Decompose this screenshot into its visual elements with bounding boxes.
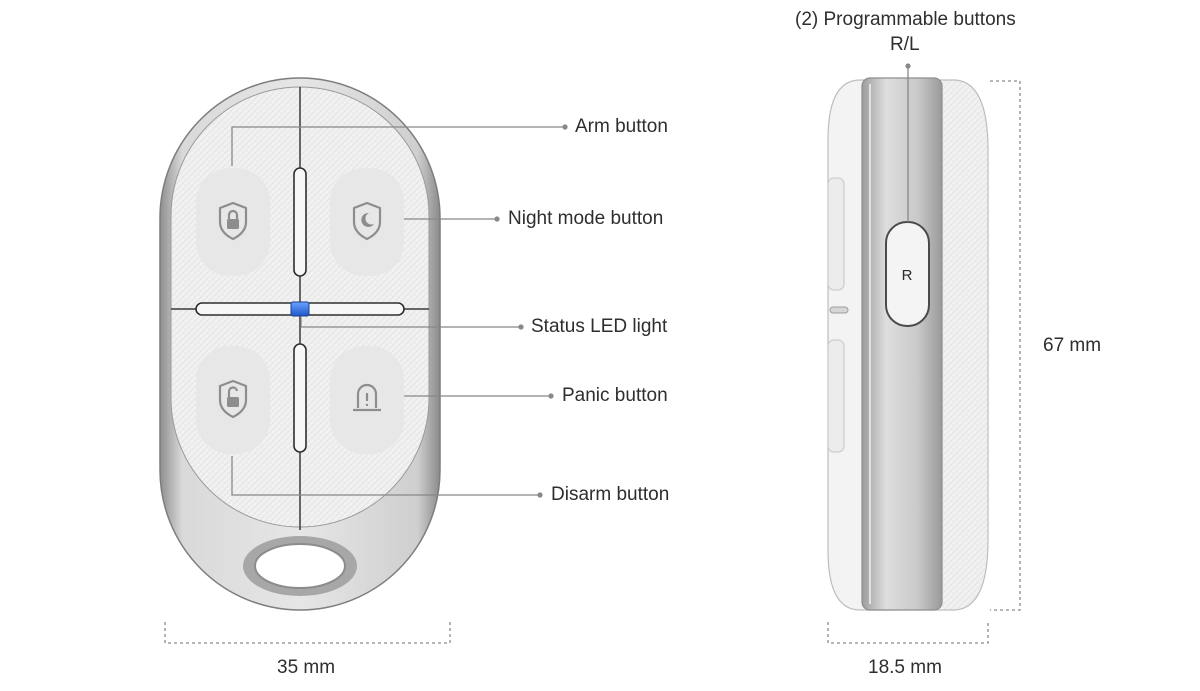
- arm-button-label: Arm button: [575, 116, 668, 137]
- led-leader-dot: [518, 324, 524, 330]
- width-dimension-label: 35 mm: [277, 657, 336, 678]
- shield-lock-open-icon: [218, 379, 248, 419]
- disarm-leader-line: [231, 456, 540, 496]
- programmable-leader-dot: [905, 63, 911, 69]
- height-dimension-bracket: [990, 80, 1021, 611]
- disarm-leader-dot: [537, 492, 543, 498]
- shield-lock-closed-icon: [218, 201, 248, 241]
- arm-leader-line: [231, 126, 565, 166]
- r-button-label: R: [902, 267, 913, 284]
- panic-leader-dot: [548, 393, 554, 399]
- side-view: R: [827, 63, 1021, 644]
- width-dimension-bracket: [164, 622, 451, 644]
- night-mode-button[interactable]: [330, 168, 404, 276]
- programmable-buttons-sublabel: R/L: [890, 34, 920, 55]
- siren-alert-icon: [353, 383, 381, 412]
- left-horizontal-bar: [195, 302, 297, 316]
- side-front-plate: [929, 79, 989, 611]
- depth-dimension-bracket: [827, 622, 989, 644]
- shield-moon-icon: [352, 201, 382, 241]
- right-horizontal-bar: [303, 302, 405, 316]
- disarm-button-label: Disarm button: [551, 484, 670, 505]
- front-view: [159, 77, 568, 644]
- arm-leader-dot: [562, 124, 568, 130]
- side-metal-band: [861, 77, 943, 611]
- top-vertical-bar: [293, 167, 307, 277]
- height-dimension-label: 67 mm: [1043, 335, 1102, 356]
- night-leader-dot: [494, 216, 500, 222]
- bottom-vertical-bar: [293, 343, 307, 453]
- side-led-notch: [829, 306, 849, 314]
- side-back-bump-top: [827, 177, 845, 291]
- depth-dimension-label: 18.5 mm: [868, 657, 942, 678]
- panic-button-label: Panic button: [562, 385, 668, 406]
- programmable-buttons-label: (2) Programmable buttons: [795, 9, 1016, 30]
- led-leader-line: [300, 316, 521, 328]
- key-ring-hole: [254, 543, 346, 589]
- side-back-bump-bottom: [827, 339, 845, 453]
- status-led-label: Status LED light: [531, 316, 668, 337]
- status-led: [290, 301, 310, 317]
- night-mode-button-label: Night mode button: [508, 208, 664, 229]
